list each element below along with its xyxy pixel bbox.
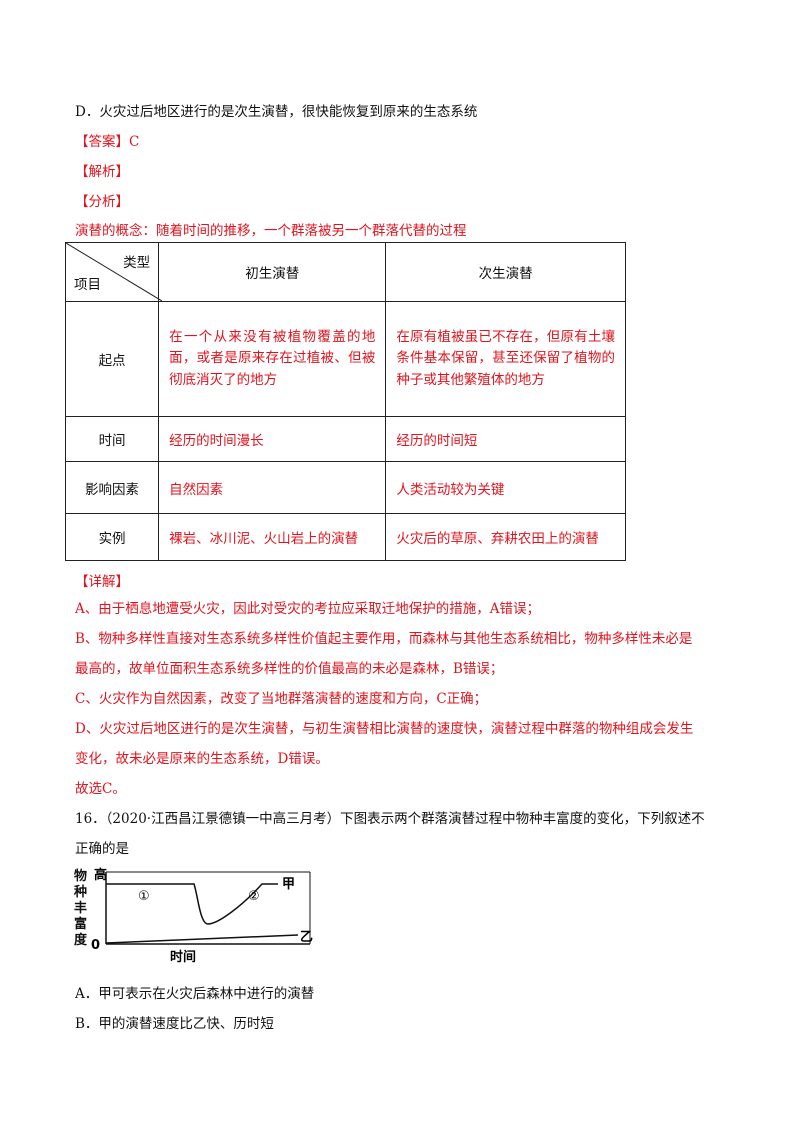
detail-b-line2: 最高的，故单位面积生态系统多样性的价值最高的未必是森林，B错误； bbox=[75, 661, 504, 677]
cell-primary: 裸岩、冰川泥、火山岩上的演替 bbox=[158, 513, 387, 561]
table-row: 起点 在一个从来没有被植物覆盖的地面，或者是原来存在过植被、但被彻底消灭了的地方… bbox=[64, 301, 626, 417]
header-secondary: 次生演替 bbox=[385, 242, 626, 302]
table-header-row: 类型 项目 初生演替 次生演替 bbox=[64, 242, 626, 302]
row-label: 起点 bbox=[64, 301, 160, 417]
curve-jia bbox=[106, 883, 278, 925]
diagonal-line bbox=[66, 243, 162, 301]
option-a: A．甲可表示在火灾后森林中进行的演替 bbox=[75, 986, 315, 1002]
zero-label: 0 bbox=[91, 938, 100, 953]
ylabel-char: 富 bbox=[74, 916, 87, 932]
line-yi bbox=[105, 934, 299, 944]
ylabel-char: 物 bbox=[74, 868, 87, 884]
analysis-label: 【解析】 bbox=[75, 164, 129, 180]
header-primary: 初生演替 bbox=[158, 242, 387, 302]
choose-text: 故选C。 bbox=[75, 781, 126, 797]
cell-secondary: 在原有植被虽已不存在，但原有土壤条件基本保留，甚至还保留了植物的种子或其他繁殖体… bbox=[385, 301, 626, 417]
label-jia: 甲 bbox=[282, 877, 295, 892]
detail-a: A、由于栖息地遭受火灾，因此对受灾的考拉应采取迁地保护的措施，A错误； bbox=[75, 601, 540, 617]
table-row: 实例 裸岩、冰川泥、火山岩上的演替 火灾后的草原、弃耕农田上的演替 bbox=[64, 513, 626, 561]
q16-line1: 16．（2020·江西昌江景德镇一中高三月考）下图表示两个群落演替过程中物种丰富… bbox=[75, 811, 705, 827]
q16-line2: 正确的是 bbox=[75, 841, 129, 857]
label-yi: 乙 bbox=[300, 930, 313, 945]
mark-2: ② bbox=[248, 889, 260, 904]
row-label: 实例 bbox=[64, 513, 160, 561]
cell-secondary: 经历的时间短 bbox=[385, 416, 626, 462]
cell-primary: 自然因素 bbox=[158, 461, 387, 514]
answer-value: C bbox=[129, 134, 140, 150]
row-label: 时间 bbox=[64, 416, 160, 462]
ylabel-char: 种 bbox=[73, 884, 87, 900]
row-label: 影响因素 bbox=[64, 461, 160, 514]
detail-b-line1: B、物种多样性直接对生态系统多样性价值起主要作用，而森林与其他生态系统相比，物种… bbox=[75, 631, 693, 647]
answer-line: 【答案】C bbox=[75, 130, 139, 150]
concept-text: 演替的概念：随着时间的推移，一个群落被另一个群落代替的过程 bbox=[75, 223, 467, 239]
ylabel-char: 度 bbox=[74, 932, 88, 948]
cell-primary: 经历的时间漫长 bbox=[158, 416, 387, 462]
answer-label: 【答案】 bbox=[75, 134, 129, 150]
detail-d-line1: D、火灾过后地区进行的是次生演替，与初生演替相比演替的速度快，演替过程中群落的物… bbox=[75, 721, 694, 737]
succession-figure: 物 种 丰 富 度 高 0 ① ② 甲 乙 时间 bbox=[73, 867, 313, 964]
x-axis-label: 时间 bbox=[170, 949, 196, 964]
high-label: 高 bbox=[94, 867, 107, 883]
detail-d-line2: 变化，故未必是原来的生态系统，D错误。 bbox=[75, 751, 329, 767]
y-axis-label: 物 种 丰 富 度 bbox=[73, 868, 88, 948]
ylabel-char: 丰 bbox=[74, 900, 87, 916]
cell-secondary: 火灾后的草原、弃耕农田上的演替 bbox=[385, 513, 626, 561]
option-d-previous: D．火灾过后地区进行的是次生演替，很快能恢复到原来的生态系统 bbox=[75, 104, 478, 120]
succession-comparison-table: 类型 项目 初生演替 次生演替 起点 在一个从来没有被植物覆盖的地面，或者是原来… bbox=[64, 242, 626, 561]
detail-c: C、火灾作为自然因素，改变了当地群落演替的速度和方向，C正确； bbox=[75, 691, 488, 707]
mark-1: ① bbox=[138, 889, 150, 904]
table-row: 影响因素 自然因素 人类活动较为关键 bbox=[64, 461, 626, 514]
option-b: B．甲的演替速度比乙快、历时短 bbox=[75, 1016, 274, 1032]
table-corner-cell: 类型 项目 bbox=[64, 242, 162, 302]
cell-secondary: 人类活动较为关键 bbox=[385, 461, 626, 514]
detail-label: 【详解】 bbox=[75, 574, 129, 590]
cell-primary: 在一个从来没有被植物覆盖的地面，或者是原来存在过植被、但被彻底消灭了的地方 bbox=[158, 301, 387, 417]
header-item: 项目 bbox=[74, 277, 101, 293]
fenxi-label: 【分析】 bbox=[75, 194, 129, 210]
header-type: 类型 bbox=[123, 255, 151, 271]
table-row: 时间 经历的时间漫长 经历的时间短 bbox=[64, 416, 626, 462]
